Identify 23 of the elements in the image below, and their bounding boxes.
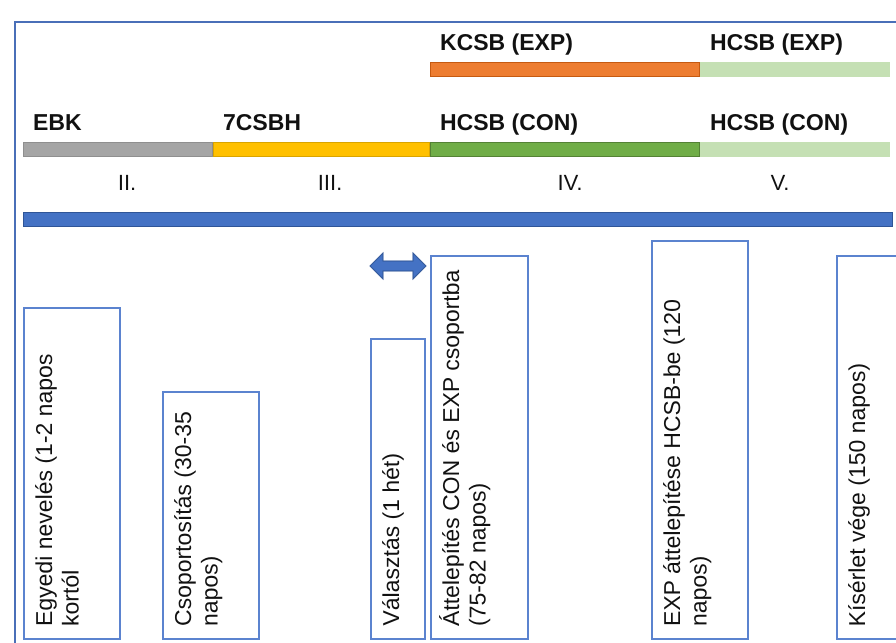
event-text: Csoportosítás (30-35 napos) [170, 410, 223, 626]
phase-label: EBK [33, 109, 82, 136]
event-box [836, 255, 896, 640]
event-text: Áttelepítés CON és EXP csoportba (75-82 napos) [438, 269, 491, 626]
phase-label: 7CSBH [223, 109, 301, 136]
phase-number: II. [118, 170, 136, 196]
phase-label: HCSB (CON) [710, 109, 848, 136]
phase-label: HCSB (EXP) [710, 29, 843, 56]
event-box [430, 255, 529, 640]
timeline-bar [23, 212, 893, 227]
phase-label: HCSB (CON) [440, 109, 578, 136]
phase-number: IV. [558, 170, 582, 196]
event-box [370, 338, 426, 640]
event-box [162, 391, 260, 640]
event-text: Egyedi nevelés (1-2 napos kortól [31, 352, 84, 626]
phase-number: V. [770, 170, 790, 196]
event-box [651, 240, 749, 640]
phase-label: KCSB (EXP) [440, 29, 573, 56]
event-text: Kísérlet vége (150 napos) [844, 362, 870, 626]
event-text: EXP áttelepítése HCSB-be (120 napos) [659, 298, 712, 626]
phase-number: III. [318, 170, 342, 196]
event-box [23, 307, 121, 640]
event-text: Választás (1 hét) [378, 453, 404, 626]
